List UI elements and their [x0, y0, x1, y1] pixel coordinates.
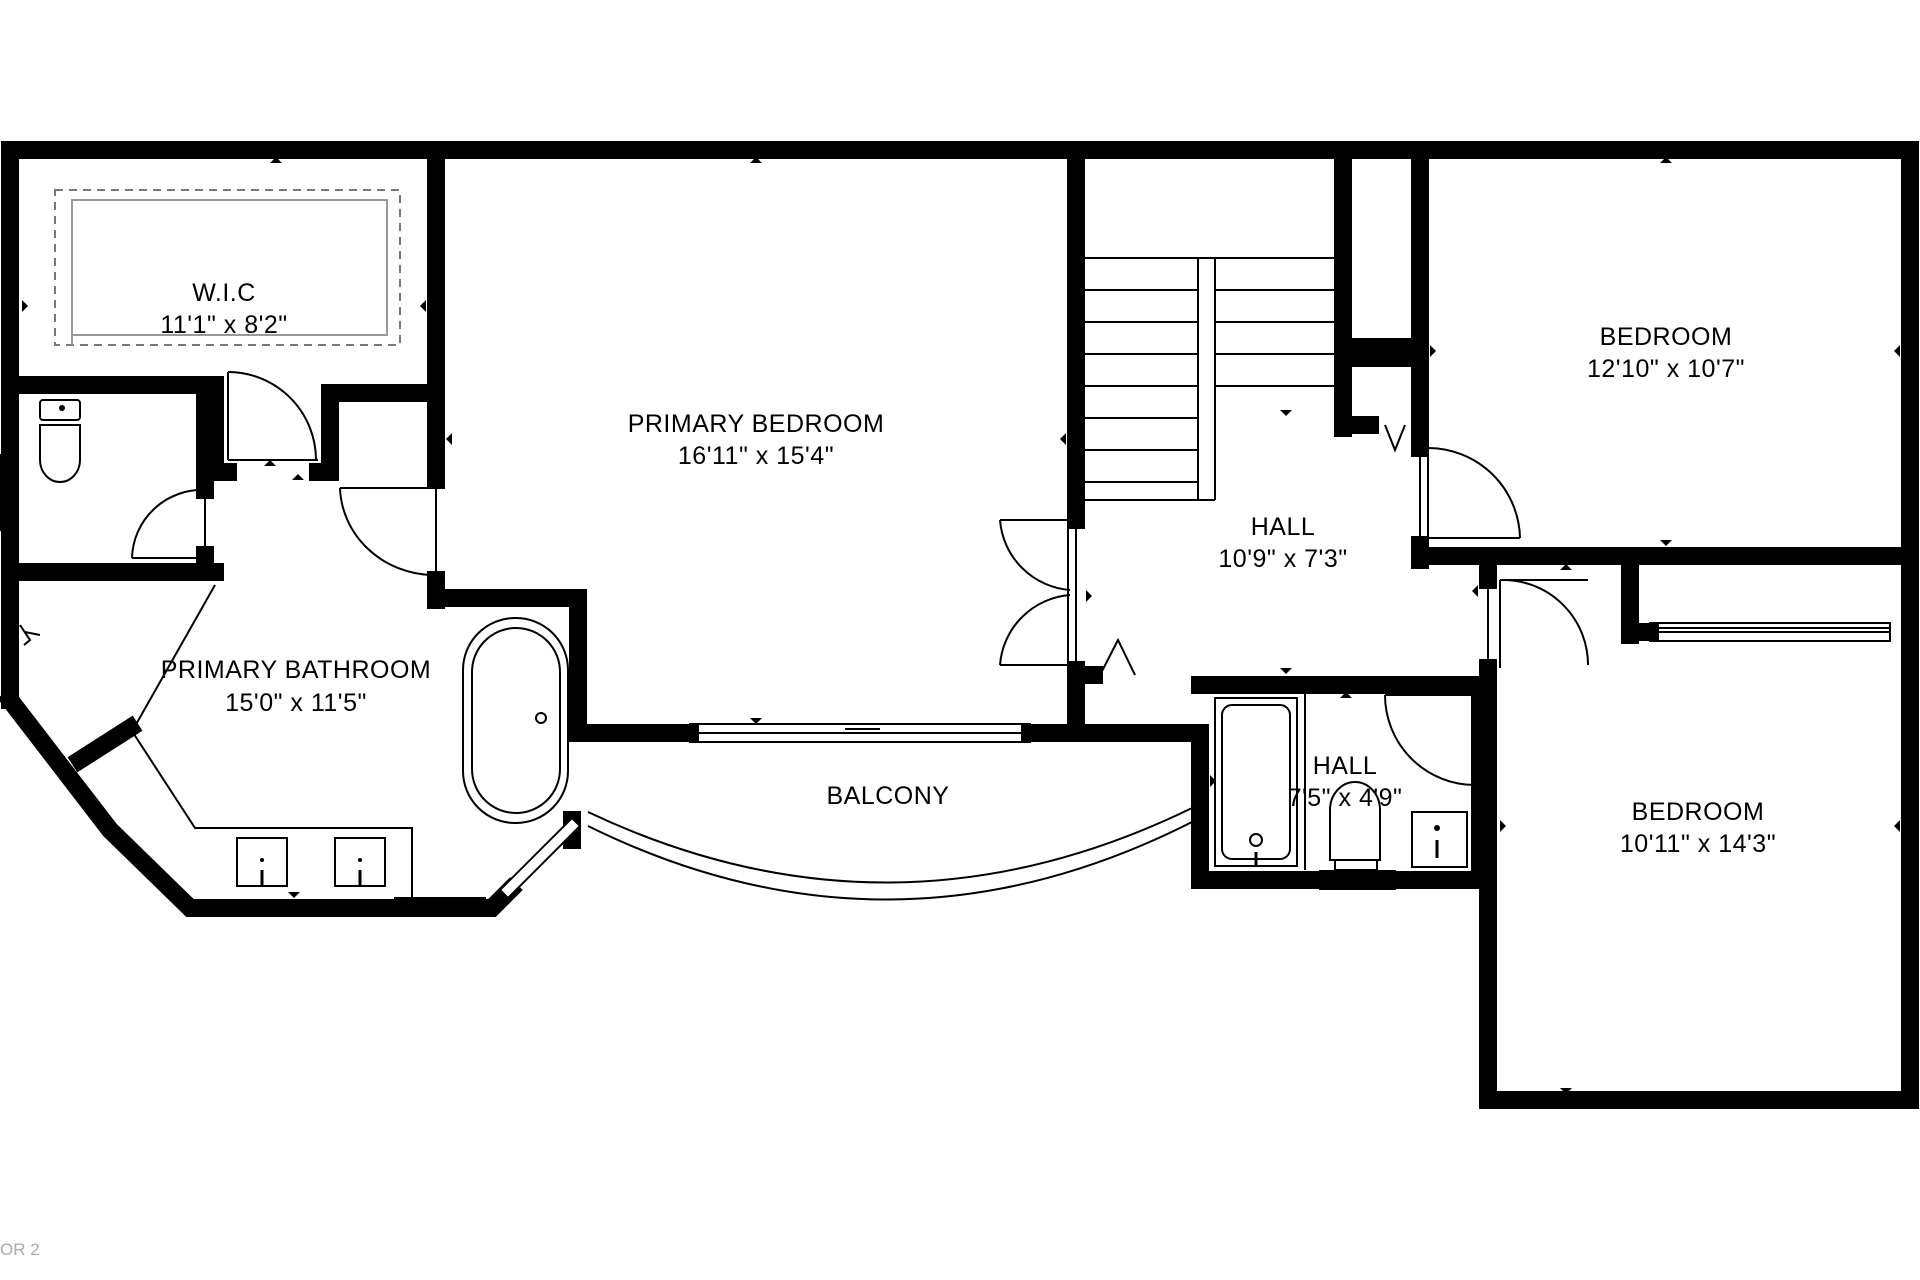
bedroom-ne-name: BEDROOM	[1600, 323, 1733, 351]
bedroom-se-name: BEDROOM	[1632, 798, 1765, 826]
hall-bath-dims: 7'5" x 4'9"	[1288, 784, 1403, 812]
hall-main-dims: 10'9" x 7'3"	[1218, 545, 1347, 573]
hall-main-name: HALL	[1251, 513, 1316, 541]
balcony-railing	[587, 745, 1193, 901]
opening-markers	[22, 157, 1900, 1094]
wic-name: W.I.C	[192, 279, 256, 307]
doors	[131, 371, 1589, 786]
closet-shelving	[54, 189, 401, 346]
balcony-name: BALCONY	[827, 782, 950, 810]
staircase	[1085, 257, 1335, 501]
fixtures	[19, 399, 1890, 905]
room-labels: W.I.C 11'1" x 8'2" PRIMARY BEDROOM 16'11…	[0, 279, 1776, 1259]
bedroom-se-dims: 10'11" x 14'3"	[1620, 830, 1776, 858]
primary-bathroom-dims: 15'0" x 11'5"	[225, 689, 367, 717]
bedroom-ne-dims: 12'10" x 10'7"	[1587, 355, 1745, 383]
primary-bedroom-dims: 16'11" x 15'4"	[678, 442, 834, 470]
hall-bath-name: HALL	[1313, 752, 1378, 780]
primary-bathroom-name: PRIMARY BATHROOM	[161, 656, 432, 684]
wic-dims: 11'1" x 8'2"	[160, 311, 287, 339]
primary-bedroom-name: PRIMARY BEDROOM	[628, 410, 885, 438]
windows	[0, 174, 1919, 917]
walls	[0, 141, 1919, 1109]
floor-label: OR 2	[0, 1240, 40, 1259]
